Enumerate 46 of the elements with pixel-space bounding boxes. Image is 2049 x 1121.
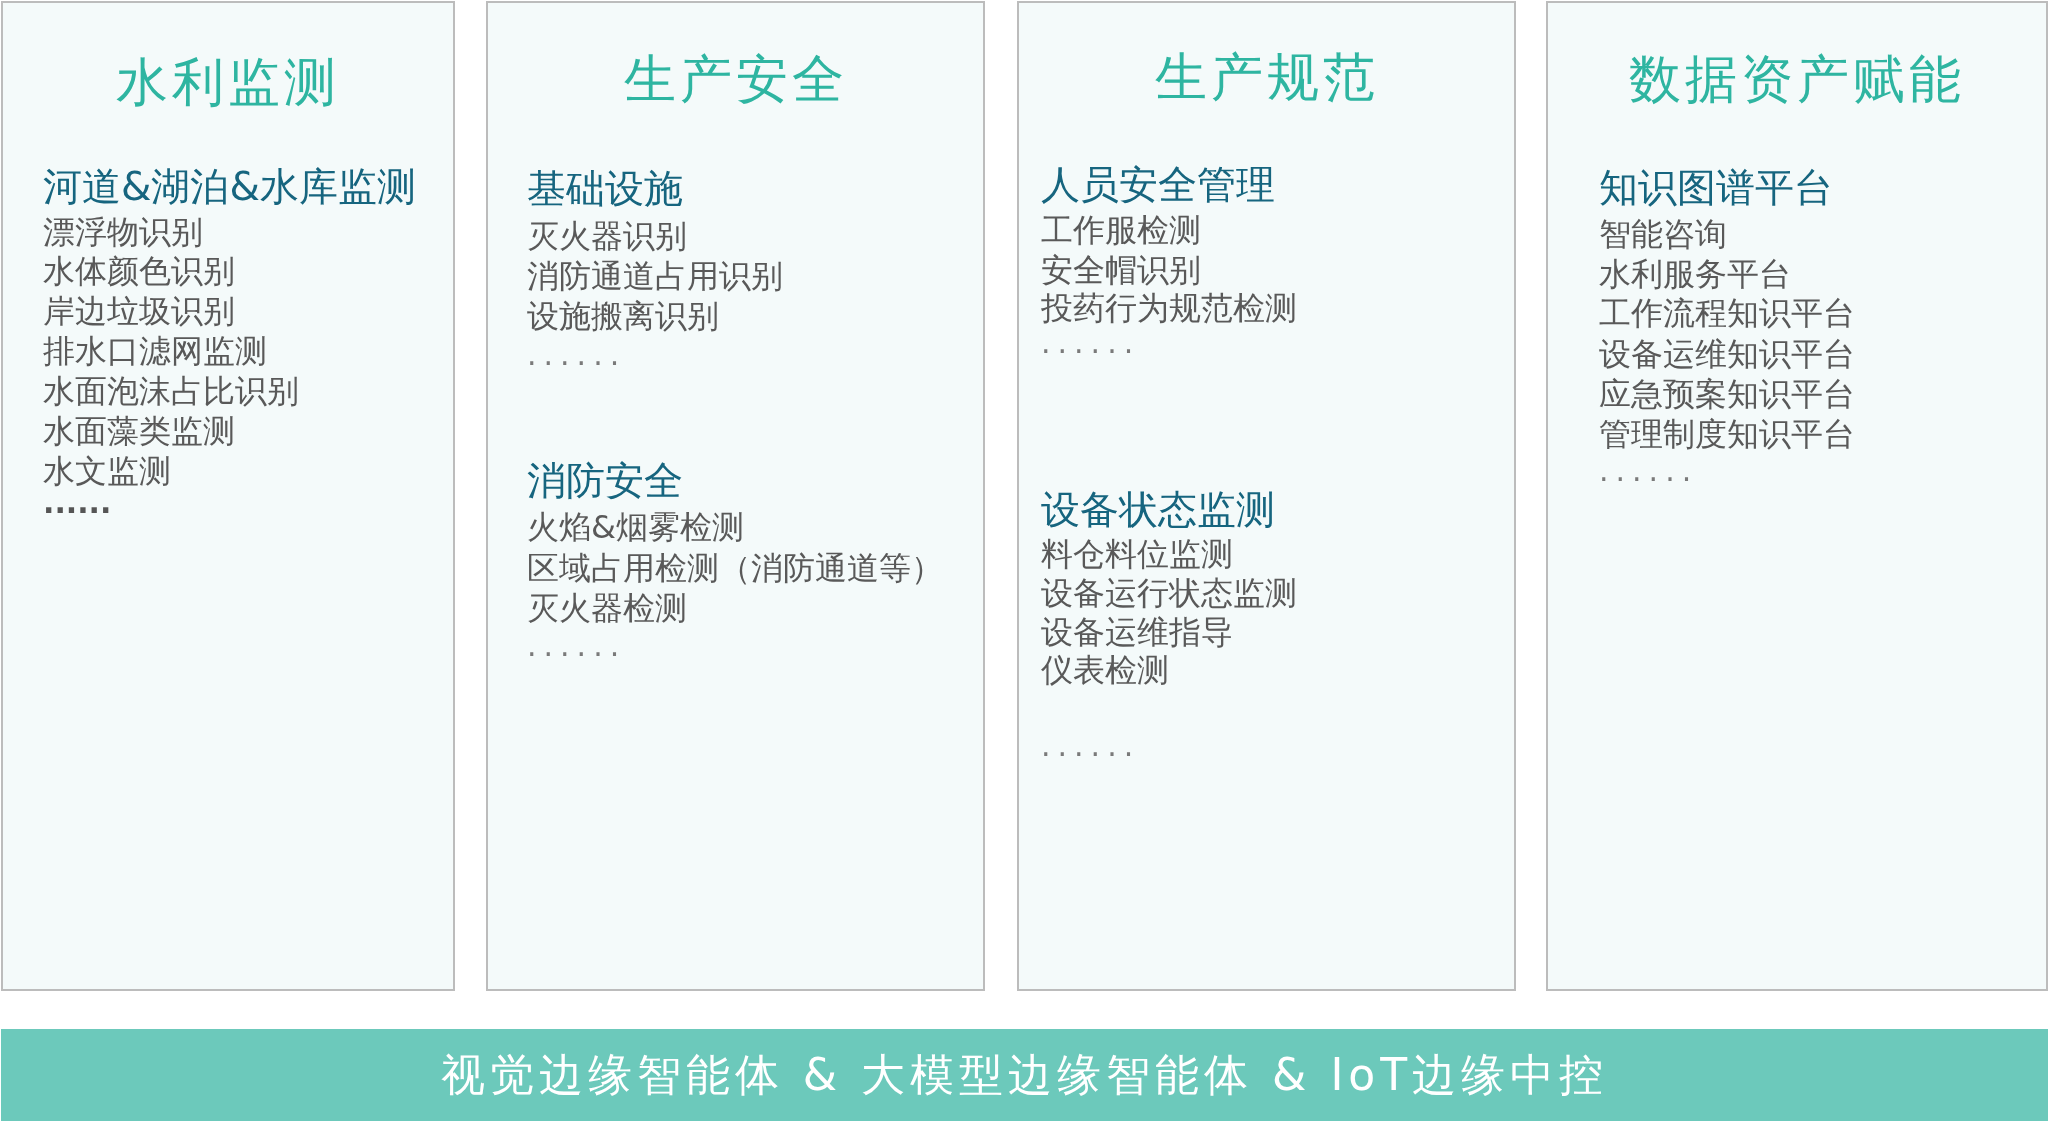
list-item: 智能咨询: [1599, 214, 1727, 254]
list-item: 灭火器检测: [527, 588, 687, 628]
list-item: 设备运行状态监测: [1041, 573, 1297, 613]
list-item: 区域占用检测（消防通道等）: [527, 548, 943, 588]
list-item: 工作服检测: [1041, 210, 1201, 250]
list-item: 排水口滤网监测: [43, 331, 267, 371]
list-item: 工作流程知识平台: [1599, 293, 1855, 333]
list-item: 设备运维指导: [1041, 612, 1233, 652]
panel-title: 数据资产赋能: [1629, 47, 1965, 111]
category-panel: [1, 1, 455, 991]
list-item: 仪表检测: [1041, 650, 1169, 690]
list-item: 投药行为规范检测: [1041, 288, 1297, 328]
list-item: 料仓料位监测: [1041, 534, 1233, 574]
list-item: 设备运维知识平台: [1599, 334, 1855, 374]
list-item: 灭火器识别: [527, 216, 687, 256]
base-platform-band: [1, 1029, 2048, 1121]
list-item: 水利服务平台: [1599, 254, 1791, 294]
category-panel: [486, 1, 985, 991]
section-heading: 人员安全管理: [1041, 161, 1275, 209]
panel-title: 水利监测: [116, 50, 340, 114]
list-item: 水面藻类监测: [43, 411, 235, 451]
banner-text: 视觉边缘智能体 & 大模型边缘智能体 & IoT边缘中控: [440, 1048, 1609, 1102]
list-item: 消防通道占用识别: [527, 256, 783, 296]
ellipsis: ......: [1041, 325, 1141, 361]
list-item: 火焰&烟雾检测: [527, 507, 744, 547]
ellipsis: ......: [527, 337, 627, 373]
section-heading: 消防安全: [527, 457, 683, 505]
list-item: 设施搬离识别: [527, 296, 719, 336]
list-item: 漂浮物识别: [43, 212, 203, 252]
section-heading: 河道&湖泊&水库监测: [43, 163, 416, 211]
list-item: 安全帽识别: [1041, 250, 1201, 290]
panel-title: 生产规范: [1154, 45, 1379, 109]
list-item: 管理制度知识平台: [1599, 414, 1855, 454]
category-panel: [1017, 1, 1516, 991]
list-item: 水面泡沫占比识别: [43, 371, 299, 411]
ellipsis: ......: [1041, 728, 1141, 764]
section-heading: 知识图谱平台: [1599, 164, 1833, 212]
ellipsis: ......: [1599, 453, 1699, 489]
list-item: 岸边垃圾识别: [43, 291, 235, 331]
ellipsis: ......: [527, 628, 627, 664]
panel-title: 生产安全: [623, 47, 848, 111]
category-panel: [1546, 1, 2048, 991]
list-item: 水体颜色识别: [43, 251, 235, 291]
list-item: 应急预案知识平台: [1599, 374, 1855, 414]
section-heading: 基础设施: [527, 165, 683, 213]
section-heading: 设备状态监测: [1041, 486, 1275, 534]
